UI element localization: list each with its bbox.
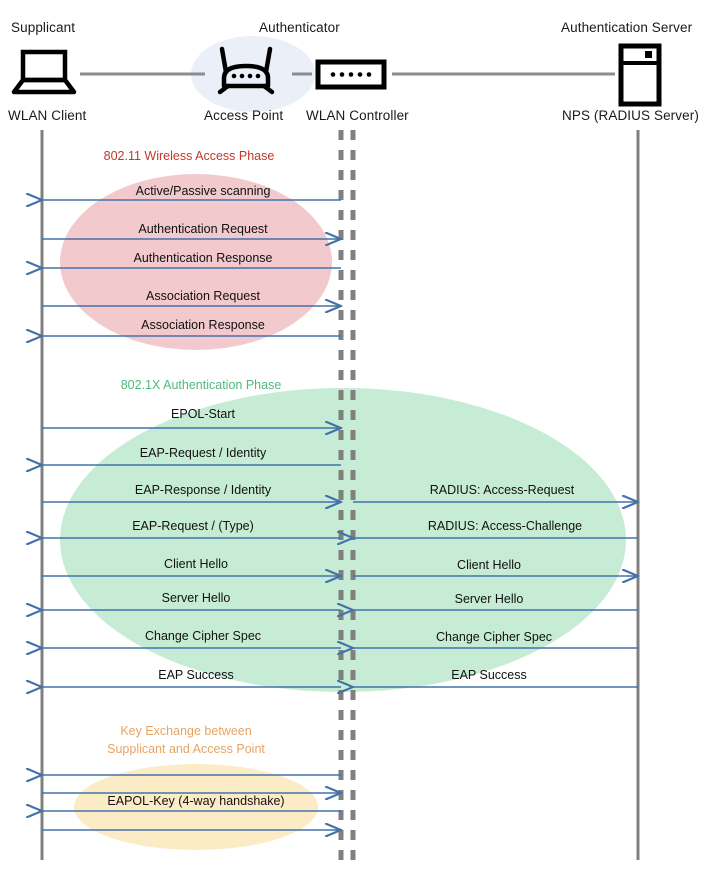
message-label-server-hello-left: Server Hello — [161, 591, 231, 605]
message-label-eap-request-type: EAP-Request / (Type) — [132, 519, 254, 533]
message-label-authentication-request: Authentication Request — [138, 222, 268, 236]
wlan-controller-icon — [315, 59, 387, 90]
message-label-eapol-start: EPOL-Start — [171, 407, 235, 421]
actor-role-authenticator: Authenticator — [259, 20, 340, 35]
message-label-association-request: Association Request — [146, 289, 260, 303]
message-label-radius-access-challenge: RADIUS: Access-Challenge — [427, 519, 583, 533]
phase-ellipse-key — [74, 764, 318, 850]
phase-label-key-exchange-line1: Key Exchange between — [120, 724, 252, 738]
message-label-eap-success-left: EAP Success — [158, 668, 234, 682]
message-label-active-passive-scanning: Active/Passive scanning — [135, 184, 271, 198]
message-label-eap-request-identity: EAP-Request / Identity — [139, 446, 267, 460]
phase-label-dot1x-authentication: 802.1X Authentication Phase — [120, 378, 282, 392]
actor-device-nps-radius-server: NPS (RADIUS Server) — [562, 108, 699, 123]
actor-role-supplicant: Supplicant — [11, 20, 76, 35]
message-label-client-hello-right: Client Hello — [457, 558, 521, 572]
message-label-eap-success-right: EAP Success — [451, 668, 527, 682]
message-label-eapol-key: EAPOL-Key (4-way handshake) — [107, 794, 285, 808]
actor-device-access-point: Access Point — [204, 108, 284, 123]
actor-device-wlan-client: WLAN Client — [8, 108, 87, 123]
message-label-radius-access-request: RADIUS: Access-Request — [429, 483, 575, 497]
phase-label-key-exchange-line2: Supplicant and Access Point — [107, 742, 265, 756]
actor-device-wlan-controller: WLAN Controller — [306, 108, 409, 123]
message-label-association-response: Association Response — [141, 318, 265, 332]
message-label-client-hello-left: Client Hello — [164, 557, 228, 571]
message-label-server-hello-right: Server Hello — [454, 592, 524, 606]
message-label-change-cipher-spec-right: Change Cipher Spec — [435, 630, 553, 644]
access-point-icon — [217, 46, 275, 95]
phase-label-wireless-access: 802.11 Wireless Access Phase — [103, 149, 275, 163]
laptop-icon — [11, 49, 77, 95]
actor-role-authentication-server: Authentication Server — [561, 20, 693, 35]
server-rack-icon — [618, 43, 662, 107]
message-label-authentication-response: Authentication Response — [133, 251, 273, 265]
message-label-change-cipher-spec-left: Change Cipher Spec — [144, 629, 262, 643]
message-label-eap-response-identity: EAP-Response / Identity — [134, 483, 272, 497]
